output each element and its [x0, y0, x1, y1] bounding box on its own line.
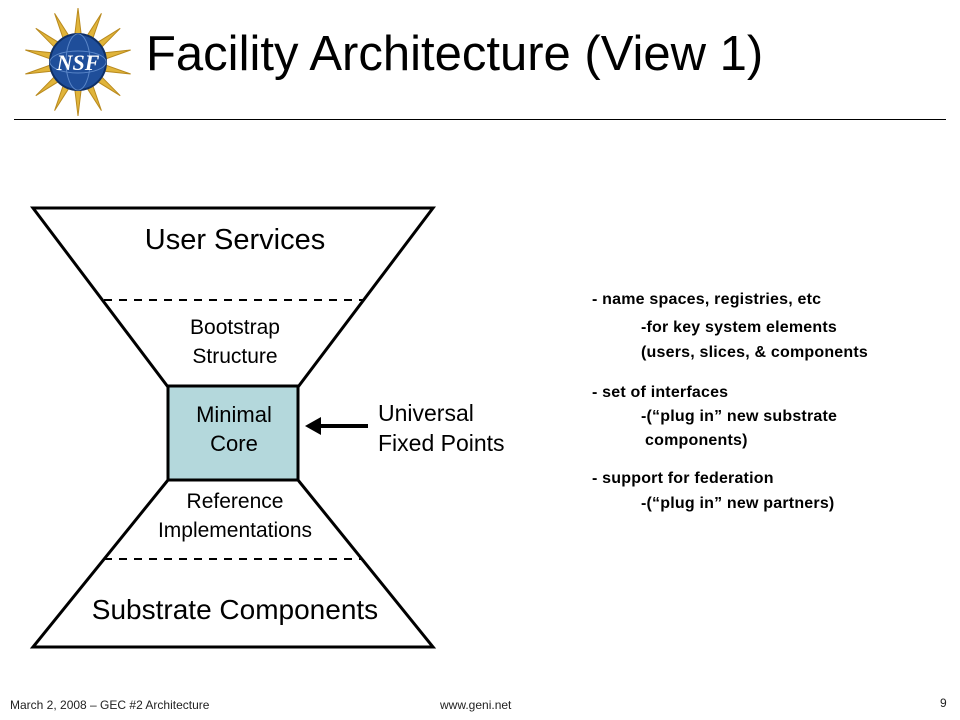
reference-line-1: Reference [186, 490, 284, 513]
logo-text: NSF [56, 50, 100, 75]
nsf-logo-icon: NSF [25, 7, 131, 117]
fixed-points-line-1: Universal [378, 400, 474, 426]
note-users-slices: (users, slices, & components [641, 344, 869, 361]
left-arrow-icon [305, 417, 368, 435]
footer-date: March 2, 2008 – GEC #2 Architecture [10, 698, 210, 712]
reference-implementations-label: Reference Implementations [110, 487, 360, 545]
minimal-core-box [166, 384, 300, 482]
note-key-elements: -for key system elements [641, 319, 838, 336]
universal-fixed-points-label: Universal Fixed Points [378, 398, 505, 458]
minimal-core-label: Minimal Core [172, 400, 296, 458]
fixed-points-line-2: Fixed Points [378, 430, 505, 456]
note-interfaces: - set of interfaces [592, 384, 729, 401]
note-components: components) [645, 432, 748, 449]
page-title: Facility Architecture (View 1) [146, 27, 764, 81]
note-federation: - support for federation [592, 470, 774, 487]
core-line-1: Minimal [196, 402, 272, 427]
bootstrap-line-2: Structure [192, 345, 278, 368]
reference-line-2: Implementations [157, 519, 313, 542]
core-line-2: Core [210, 431, 258, 456]
note-name-spaces: - name spaces, registries, etc [592, 291, 822, 308]
bootstrap-line-1: Bootstrap [190, 316, 280, 339]
note-plug-in-partners: -(“plug in” new partners) [641, 495, 835, 512]
substrate-components-label: Substrate Components [91, 594, 379, 625]
user-services-label: User Services [144, 224, 326, 256]
footer-page-number: 9 [940, 696, 947, 710]
title-divider [14, 119, 946, 120]
bootstrap-structure-label: Bootstrap Structure [130, 313, 340, 371]
footer-url: www.geni.net [440, 698, 512, 712]
note-plug-in-substrate: -(“plug in” new substrate [641, 408, 838, 425]
